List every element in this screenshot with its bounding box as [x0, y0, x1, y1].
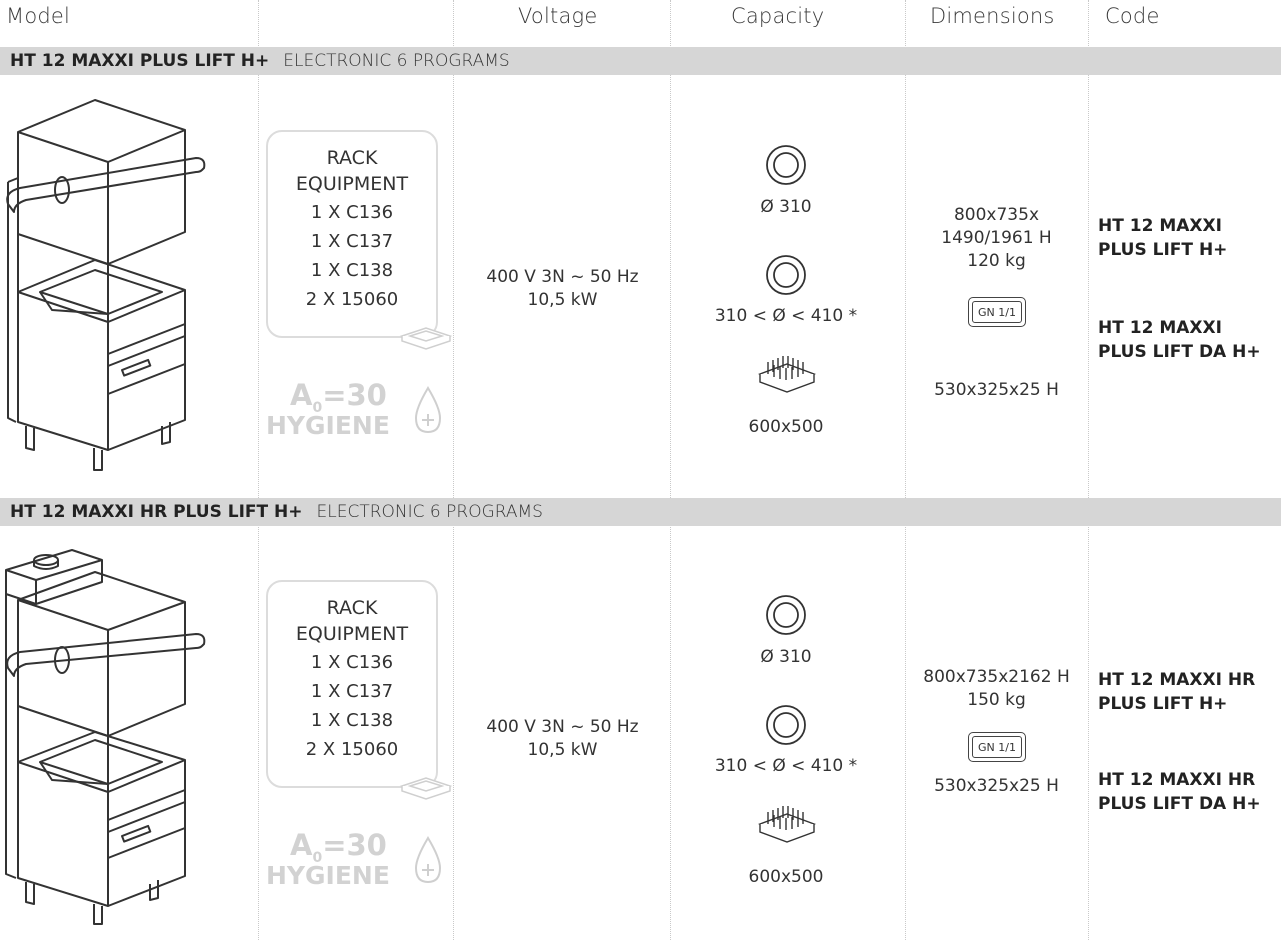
dishwasher-hr-illustration — [5, 549, 206, 925]
column-divider — [453, 0, 454, 940]
capacity-plate-range: 310 < Ø < 410 * — [714, 306, 858, 326]
gn-container-badge: GN 1/1 — [968, 732, 1026, 762]
dishwasher-illustration — [6, 99, 206, 471]
product-program: ELECTRONIC 6 PROGRAMS — [316, 502, 543, 522]
weight-value: 150 kg — [967, 690, 1026, 710]
product-program: ELECTRONIC 6 PROGRAMS — [283, 51, 510, 71]
rack-item: 1 X C137 — [310, 231, 394, 252]
rack-item: 1 X C138 — [310, 260, 394, 281]
capacity-basket: 600x500 — [748, 867, 824, 887]
hygiene-drop-icon — [414, 386, 442, 434]
dimensions-line: 800x735x — [953, 205, 1040, 225]
capacity-basket: 600x500 — [748, 417, 824, 437]
rack-title-line: EQUIPMENT — [295, 623, 409, 645]
hygiene-a0: A0=30 — [290, 378, 387, 416]
header-code: Code — [1105, 4, 1160, 28]
header-dimensions: Dimensions — [930, 4, 1055, 28]
rack-equipment-box — [266, 130, 438, 338]
basket-icon — [757, 356, 817, 393]
gn-container-badge: GN 1/1 — [968, 297, 1026, 327]
rack-tray-icon — [399, 327, 453, 350]
column-divider — [905, 0, 906, 940]
power-value: 10,5 kW — [527, 290, 598, 310]
basket-icon — [757, 806, 817, 843]
capacity-plate-small: Ø 310 — [760, 647, 812, 667]
dimensions-line: 1490/1961 H — [941, 228, 1052, 248]
dimensions-line: 800x735x2162 H — [923, 667, 1070, 687]
product-name: HT 12 MAXXI HR PLUS LIFT H+ — [10, 502, 303, 522]
plate-icon — [766, 145, 806, 185]
plate-icon — [766, 705, 806, 745]
gn-size: 530x325x25 H — [934, 776, 1059, 796]
header-voltage: Voltage — [518, 4, 598, 28]
rack-item: 1 X C136 — [310, 652, 394, 673]
rack-title-line: RACK — [326, 597, 378, 619]
capacity-plate-range: 310 < Ø < 410 * — [714, 756, 858, 776]
voltage-value: 400 V 3N ~ 50 Hz — [486, 267, 639, 287]
header-model: Model — [6, 4, 71, 28]
hygiene-drop-icon — [414, 836, 442, 884]
capacity-plate-small: Ø 310 — [760, 197, 812, 217]
power-value: 10,5 kW — [527, 740, 598, 760]
rack-title-line: RACK — [326, 147, 378, 169]
weight-value: 120 kg — [967, 251, 1026, 271]
column-divider — [1088, 0, 1089, 940]
rack-item: 2 X 15060 — [305, 289, 399, 310]
hygiene-label: HYGIENE — [266, 411, 390, 440]
column-divider — [670, 0, 671, 940]
plate-icon — [766, 255, 806, 295]
rack-item: 1 X C138 — [310, 710, 394, 731]
gn-size: 530x325x25 H — [934, 380, 1059, 400]
hygiene-label: HYGIENE — [266, 861, 390, 890]
rack-item: 1 X C136 — [310, 202, 394, 223]
column-divider — [258, 0, 259, 940]
product-band: HT 12 MAXXI PLUS LIFT H+ ELECTRONIC 6 PR… — [0, 47, 1281, 75]
product-name: HT 12 MAXXI PLUS LIFT H+ — [10, 51, 270, 71]
product-band: HT 12 MAXXI HR PLUS LIFT H+ ELECTRONIC 6… — [0, 498, 1281, 526]
rack-tray-icon — [399, 777, 453, 800]
rack-item: 2 X 15060 — [305, 739, 399, 760]
rack-equipment-box — [266, 580, 438, 788]
rack-item: 1 X C137 — [310, 681, 394, 702]
voltage-value: 400 V 3N ~ 50 Hz — [486, 717, 639, 737]
plate-icon — [766, 595, 806, 635]
header-capacity: Capacity — [731, 4, 825, 28]
rack-title-line: EQUIPMENT — [295, 173, 409, 195]
hygiene-a0: A0=30 — [290, 828, 387, 866]
